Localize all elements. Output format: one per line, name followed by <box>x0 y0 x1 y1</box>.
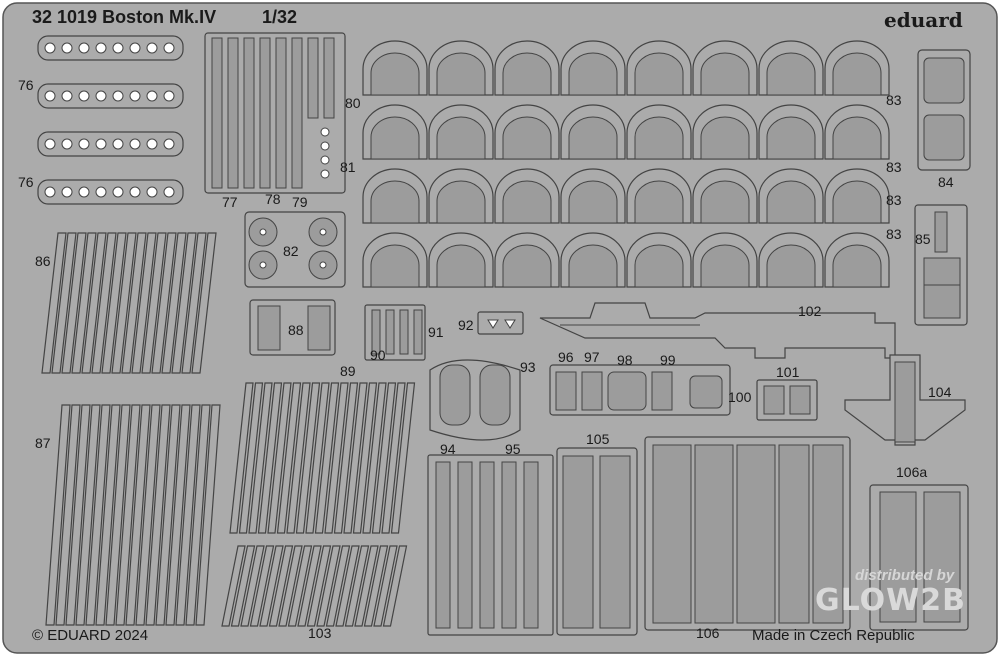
part-label: 83 <box>886 226 902 242</box>
part-label: 76 <box>18 174 34 190</box>
part-label: 102 <box>798 303 822 319</box>
part-label: 81 <box>340 159 356 175</box>
part-label: 80 <box>345 95 361 111</box>
part-label: 91 <box>428 324 444 340</box>
arch-parts-83 <box>362 40 890 288</box>
part-101 <box>756 379 818 421</box>
part-85 <box>914 204 968 326</box>
part-105 <box>556 447 638 636</box>
sheet-scale: 1/32 <box>262 7 298 27</box>
part-106a <box>869 484 969 631</box>
part-label: 90 <box>370 347 386 363</box>
part-90-91 <box>364 304 426 361</box>
wheel-parts-82 <box>244 211 346 288</box>
part-label: 79 <box>292 194 308 210</box>
part-label: 83 <box>886 192 902 208</box>
part-label: 100 <box>728 389 752 405</box>
part-label: 104 <box>928 384 952 400</box>
strip-group-94-95 <box>427 454 554 636</box>
part-104 <box>844 354 966 446</box>
brand-logo: eduard <box>884 8 963 32</box>
part-label: 103 <box>308 625 332 641</box>
copyright: © EDUARD 2024 <box>32 627 149 644</box>
part-label: 85 <box>915 231 931 247</box>
part-label: 96 <box>558 349 574 365</box>
part-label: 93 <box>520 359 536 375</box>
part-label: 94 <box>440 441 456 457</box>
part-label: 86 <box>35 253 51 269</box>
part-label: 101 <box>776 364 800 380</box>
part-label: 106 <box>696 625 720 641</box>
part-label: 88 <box>288 322 304 338</box>
part-label: 87 <box>35 435 51 451</box>
part-label: 89 <box>340 363 356 379</box>
part-label: 78 <box>265 191 281 207</box>
part-93 <box>429 359 521 441</box>
part-label: 106a <box>896 464 928 480</box>
part-96-100 <box>549 364 731 416</box>
part-label: 98 <box>617 352 633 368</box>
part-88 <box>249 299 336 356</box>
origin-text: Made in Czech Republic <box>752 627 915 644</box>
sheet-title: 32 1019 Boston Mk.IV <box>32 7 217 27</box>
part-label: 92 <box>458 317 474 333</box>
part-label: 76 <box>18 77 34 93</box>
curved-strips <box>41 232 416 627</box>
part-label: 77 <box>222 194 238 210</box>
part-106 <box>644 436 851 631</box>
strip-group-77-80 <box>204 32 346 194</box>
part-label: 97 <box>584 349 600 365</box>
part-label: 95 <box>505 441 521 457</box>
part-label: 83 <box>886 159 902 175</box>
part-label: 84 <box>938 174 954 190</box>
part-84 <box>917 49 971 171</box>
part-label: 82 <box>283 243 299 259</box>
watermark-line2: GLOW2B <box>815 583 967 618</box>
part-label: 99 <box>660 352 676 368</box>
part-label: 105 <box>586 431 610 447</box>
part-label: 83 <box>886 92 902 108</box>
part-92 <box>477 311 524 335</box>
clip-strips-76 <box>37 35 184 205</box>
watermark-line1: distributed by <box>855 567 955 584</box>
